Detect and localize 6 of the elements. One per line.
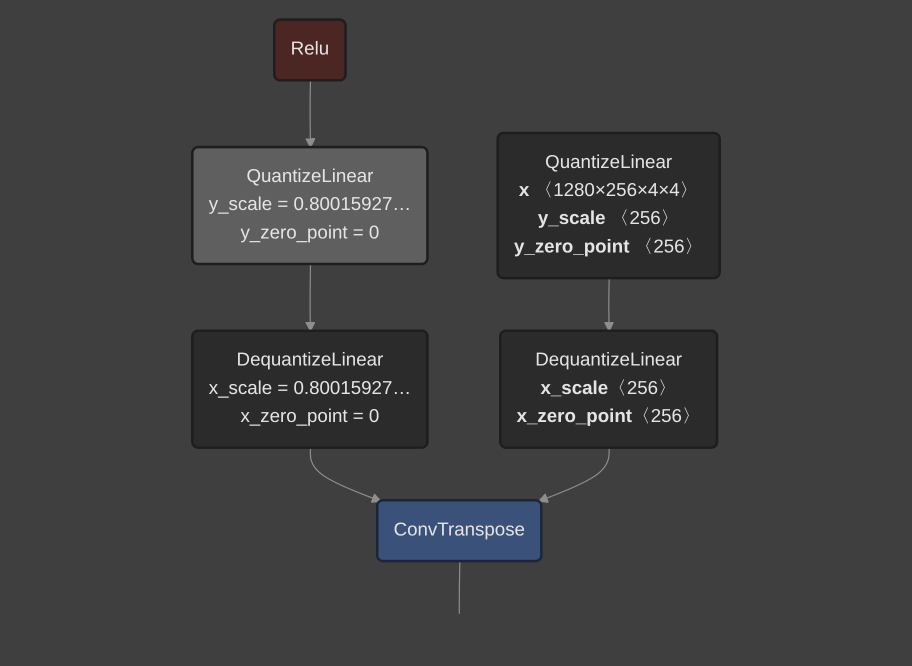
arrow (310, 448, 382, 503)
arrow (538, 448, 610, 503)
arrow (604, 278, 614, 332)
connector (458, 562, 460, 614)
arrow (305, 264, 316, 332)
arrow (305, 80, 316, 148)
